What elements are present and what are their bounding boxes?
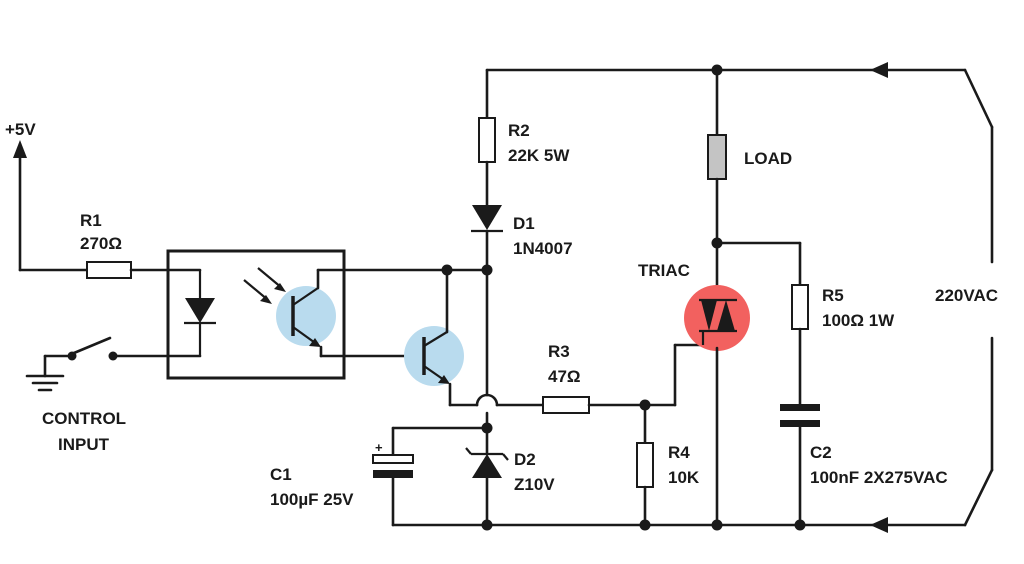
bottom-rail-arrow bbox=[870, 517, 888, 533]
wire-crossover bbox=[475, 393, 499, 407]
zener-d2-icon bbox=[465, 447, 509, 478]
label-c2-value: 100nF 2X275VAC bbox=[810, 468, 948, 487]
label-d1-value: 1N4007 bbox=[513, 239, 573, 258]
label-vcc: +5V bbox=[5, 120, 36, 139]
label-d1-name: D1 bbox=[513, 214, 535, 233]
label-r1-name: R1 bbox=[80, 211, 102, 230]
light-emission-icon bbox=[243, 267, 286, 304]
vcc-arrow bbox=[13, 140, 27, 158]
resistor-r3 bbox=[542, 396, 590, 414]
diode-d1-icon bbox=[471, 205, 503, 233]
junction-dots bbox=[441, 64, 806, 531]
label-r1-value: 270Ω bbox=[80, 234, 122, 253]
label-c1-plus: + bbox=[375, 440, 383, 455]
label-mains: 220VAC bbox=[935, 286, 998, 305]
label-control-line2: INPUT bbox=[58, 435, 110, 454]
label-c1-name: C1 bbox=[270, 465, 292, 484]
ground-icon bbox=[25, 354, 65, 392]
label-r5-name: R5 bbox=[822, 286, 844, 305]
label-c2-name: C2 bbox=[810, 443, 832, 462]
bottom-rail bbox=[391, 336, 994, 533]
triac-icon bbox=[684, 285, 750, 351]
top-rail bbox=[485, 62, 994, 264]
label-d2-value: Z10V bbox=[514, 475, 555, 494]
label-r3-value: 47Ω bbox=[548, 367, 581, 386]
control-switch[interactable] bbox=[43, 336, 202, 361]
phototransistor-icon bbox=[276, 286, 336, 347]
resistor-r4 bbox=[636, 442, 654, 488]
label-triac: TRIAC bbox=[638, 261, 690, 280]
label-r3-name: R3 bbox=[548, 342, 570, 361]
label-control-line1: CONTROL bbox=[42, 409, 126, 428]
label-load: LOAD bbox=[744, 149, 792, 168]
resistor-r5 bbox=[791, 284, 809, 330]
resistor-r1 bbox=[86, 261, 132, 279]
label-d2-name: D2 bbox=[514, 450, 536, 469]
optocoupler bbox=[166, 249, 346, 380]
resistor-r2 bbox=[478, 117, 496, 163]
label-r4-name: R4 bbox=[668, 443, 690, 462]
vcc-supply bbox=[13, 140, 89, 272]
label-r4-value: 10K bbox=[668, 468, 700, 487]
label-r2-value: 22K 5W bbox=[508, 146, 570, 165]
label-r2-name: R2 bbox=[508, 121, 530, 140]
label-r5-value: 100Ω 1W bbox=[822, 311, 895, 330]
top-rail-arrow bbox=[870, 62, 888, 78]
capacitor-c2-icon bbox=[780, 404, 820, 427]
label-c1-value: 100µF 25V bbox=[270, 490, 354, 509]
load-element bbox=[707, 134, 727, 180]
capacitor-c1-icon bbox=[372, 454, 414, 478]
transistor-q-icon bbox=[404, 326, 464, 386]
opto-led-diode-icon bbox=[185, 298, 215, 323]
optocoupler-box bbox=[166, 249, 346, 380]
